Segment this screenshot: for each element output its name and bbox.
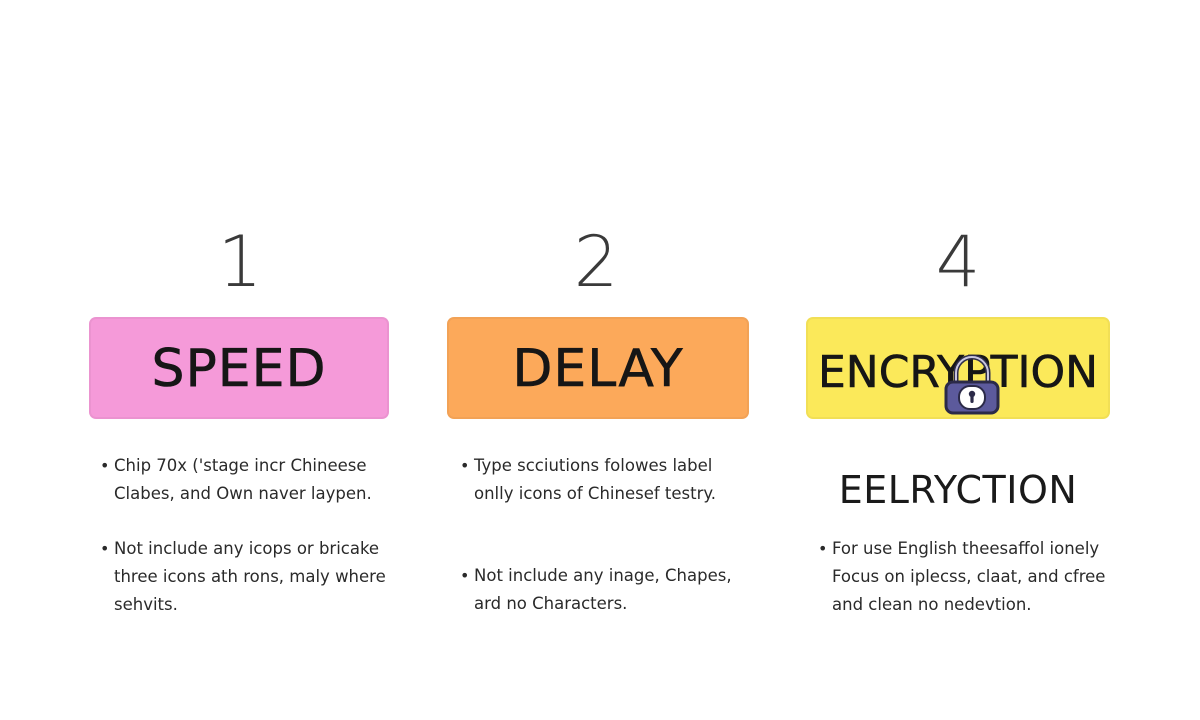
bullet-dot: • [100,456,110,475]
step-number: 1 [217,221,263,303]
bullet-item: • Not include any icops or bricake three… [100,535,400,619]
chip-label: DELAY [512,339,684,399]
padlock-icon [944,354,1000,415]
bullet-item: • Chip 70x ('stage incr Chineese Clabes,… [100,452,400,508]
step-number: 4 [935,221,981,303]
delay-chip: DELAY [447,317,749,419]
bullet-item: • Type scciutions folowes label onlly ic… [460,452,760,508]
bullet-item: • For use English theesaffol ionely Focu… [818,535,1118,619]
bullet-item: • Not include any inage, Chapes, ard no … [460,562,760,618]
bullet-line: three icons ath rons, maly where [114,567,386,586]
column-delay: 2 DELAY • Type scciutions folowes label … [440,0,760,720]
chip-label: SPEED [151,339,327,399]
encryption-chip: ENCRYPTION [806,317,1110,419]
column-speed: 1 SPEED • Chip 70x ('stage incr Chineese… [80,0,400,720]
bullet-dot: • [460,566,470,585]
speed-chip: SPEED [89,317,389,419]
section-heading: EELRYCTION [838,468,1078,512]
bullet-line: ard no Characters. [474,594,628,613]
bullet-line: For use English theesaffol ionely [832,539,1100,558]
bullet-line: Chip 70x ('stage incr Chineese [114,456,367,475]
bullet-line: sehvits. [114,595,178,614]
bullet-line: Not include any inage, Chapes, [474,566,732,585]
bullet-line: Clabes, and Own naver laypen. [114,484,372,503]
bullet-dot: • [100,539,110,558]
bullet-line: Not include any icops or bricake [114,539,380,558]
bullet-dot: • [818,539,828,558]
bullet-line: Type scciutions folowes label [474,456,713,475]
bullet-line: and clean no nedevtion. [832,595,1032,614]
bullet-line: onlly icons of Chinesef testry. [474,484,717,503]
bullet-dot: • [460,456,470,475]
step-number: 2 [573,221,619,303]
bullet-line: Focus on iplecss, claat, and cfree [832,567,1106,586]
column-encryption: 4 ENCRYPTION EELRYCTION • For use Englis… [798,0,1118,720]
